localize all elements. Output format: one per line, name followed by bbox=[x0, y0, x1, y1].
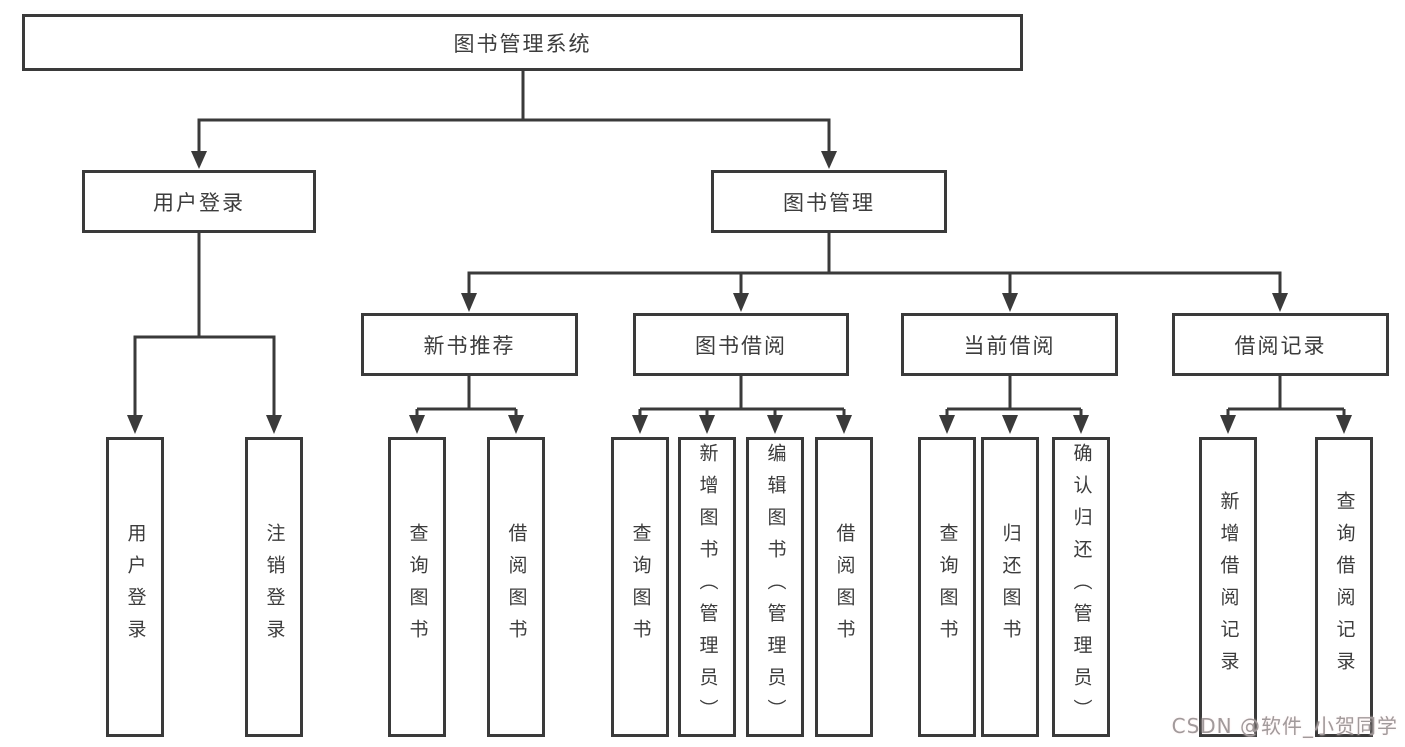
leaf-logout: 注销登录 bbox=[245, 437, 303, 737]
leaf-add-book-admin: 新增图书（管理员） bbox=[678, 437, 736, 737]
leaf-query-borrow-record: 查询借阅记录 bbox=[1315, 437, 1373, 737]
node-new-book-recommend: 新书推荐 bbox=[361, 313, 578, 376]
leaf-borrow-books: 借阅图书 bbox=[815, 437, 873, 737]
connector-paths bbox=[133, 70, 1346, 417]
node-label: 查询图书 bbox=[936, 523, 959, 651]
node-book-borrow: 图书借阅 bbox=[633, 313, 849, 376]
node-label: 查询图书 bbox=[406, 523, 429, 651]
node-root: 图书管理系统 bbox=[22, 14, 1023, 71]
node-label: 借阅记录 bbox=[1234, 333, 1327, 358]
node-label: 图书管理系统 bbox=[453, 31, 592, 56]
node-label: 查询图书 bbox=[629, 523, 652, 651]
leaf-edit-book-admin: 编辑图书（管理员） bbox=[746, 437, 804, 737]
node-current-borrow: 当前借阅 bbox=[901, 313, 1118, 376]
node-label: 新增图书（管理员） bbox=[696, 443, 719, 731]
node-label: 当前借阅 bbox=[963, 333, 1056, 358]
leaf-confirm-return-admin: 确认归还（管理员） bbox=[1052, 437, 1110, 737]
arrowheads bbox=[127, 151, 1352, 434]
node-label: 确认归还（管理员） bbox=[1070, 443, 1093, 731]
node-user-login: 用户登录 bbox=[82, 170, 316, 233]
leaf-query-books-borrow: 查询图书 bbox=[611, 437, 669, 737]
node-label: 编辑图书（管理员） bbox=[764, 443, 787, 731]
leaf-query-books-current: 查询图书 bbox=[918, 437, 976, 737]
node-book-management: 图书管理 bbox=[711, 170, 947, 233]
node-label: 新增借阅记录 bbox=[1217, 491, 1240, 683]
leaf-add-borrow-record: 新增借阅记录 bbox=[1199, 437, 1257, 737]
node-label: 新书推荐 bbox=[423, 333, 516, 358]
leaf-borrow-books-recommend: 借阅图书 bbox=[487, 437, 545, 737]
node-borrow-records: 借阅记录 bbox=[1172, 313, 1389, 376]
leaf-return-book: 归还图书 bbox=[981, 437, 1039, 737]
node-label: 图书借阅 bbox=[695, 333, 787, 358]
node-label: 查询借阅记录 bbox=[1333, 491, 1356, 683]
node-label: 用户登录 bbox=[124, 523, 147, 651]
leaf-query-books-recommend: 查询图书 bbox=[388, 437, 446, 737]
node-label: 借阅图书 bbox=[505, 523, 528, 651]
leaf-user-login: 用户登录 bbox=[106, 437, 164, 737]
node-label: 用户登录 bbox=[153, 190, 245, 215]
node-label: 注销登录 bbox=[263, 523, 286, 651]
node-label: 图书管理 bbox=[783, 190, 875, 215]
node-label: 归还图书 bbox=[999, 523, 1022, 651]
node-label: 借阅图书 bbox=[833, 523, 856, 651]
watermark-text: CSDN @软件_小贺同学 bbox=[1171, 714, 1398, 738]
